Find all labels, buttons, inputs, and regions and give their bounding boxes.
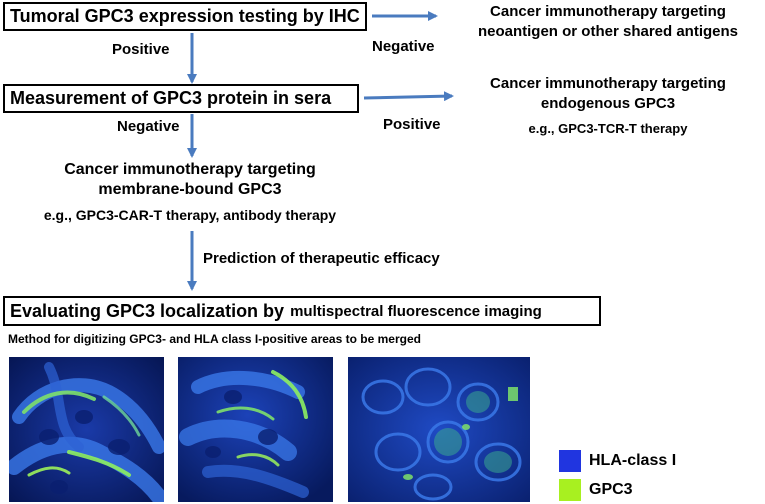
prediction-label: Prediction of therapeutic efficacy <box>203 250 440 267</box>
neoantigen-line-1: Cancer immunotherapy targeting <box>490 3 726 20</box>
sera-positive-label: Positive <box>383 116 441 133</box>
legend-label-gpc3: GPC3 <box>589 481 633 498</box>
legend-label-hla: HLA-class I <box>589 452 677 469</box>
fluorescence-image-1 <box>9 357 164 502</box>
ihc-testing-label: Tumoral GPC3 expression testing by IHC <box>10 6 360 26</box>
evaluation-label-main: Evaluating GPC3 localization by <box>10 300 285 321</box>
legend: HLA-class I GPC3 <box>559 450 676 501</box>
endogenous-example: e.g., GPC3-TCR-T therapy <box>528 121 688 136</box>
membrane-example: e.g., GPC3-CAR-T therapy, antibody thera… <box>43 207 337 223</box>
ihc-testing-box: Tumoral GPC3 expression testing by IHC <box>3 2 367 31</box>
hla-swatch <box>559 450 581 472</box>
endogenous-line-1: Cancer immunotherapy targeting <box>490 75 726 92</box>
gpc3-swatch <box>559 479 581 501</box>
membrane-line-1: Cancer immunotherapy targeting <box>64 161 316 178</box>
membrane-line-2: membrane-bound GPC3 <box>98 181 282 198</box>
neoantigen-outcome: Cancer immunotherapy targeting neoantige… <box>455 2 761 42</box>
legend-item-gpc3: GPC3 <box>559 479 676 501</box>
endogenous-line-2: endogenous GPC3 <box>540 95 676 112</box>
endogenous-outcome: Cancer immunotherapy targeting endogenou… <box>455 74 761 114</box>
membrane-outcome: Cancer immunotherapy targeting membrane-… <box>20 160 360 200</box>
fluorescence-image-3 <box>348 357 530 502</box>
evaluation-box: Evaluating GPC3 localization by multispe… <box>3 296 601 326</box>
neoantigen-line-2: neoantigen or other shared antigens <box>477 23 739 40</box>
ihc-positive-label: Positive <box>112 41 170 58</box>
arrow-sera-to-endogenous <box>363 91 454 102</box>
sera-measurement-label: Measurement of GPC3 protein in sera <box>10 88 332 108</box>
ihc-negative-label: Negative <box>372 38 435 55</box>
fluorescence-image-2 <box>178 357 333 502</box>
legend-item-hla: HLA-class I <box>559 450 676 472</box>
sera-measurement-box: Measurement of GPC3 protein in sera <box>3 84 359 113</box>
evaluation-label-sub: multispectral fluorescence imaging <box>290 302 542 320</box>
sera-negative-label: Negative <box>117 118 180 135</box>
method-caption: Method for digitizing GPC3- and HLA clas… <box>8 332 421 346</box>
